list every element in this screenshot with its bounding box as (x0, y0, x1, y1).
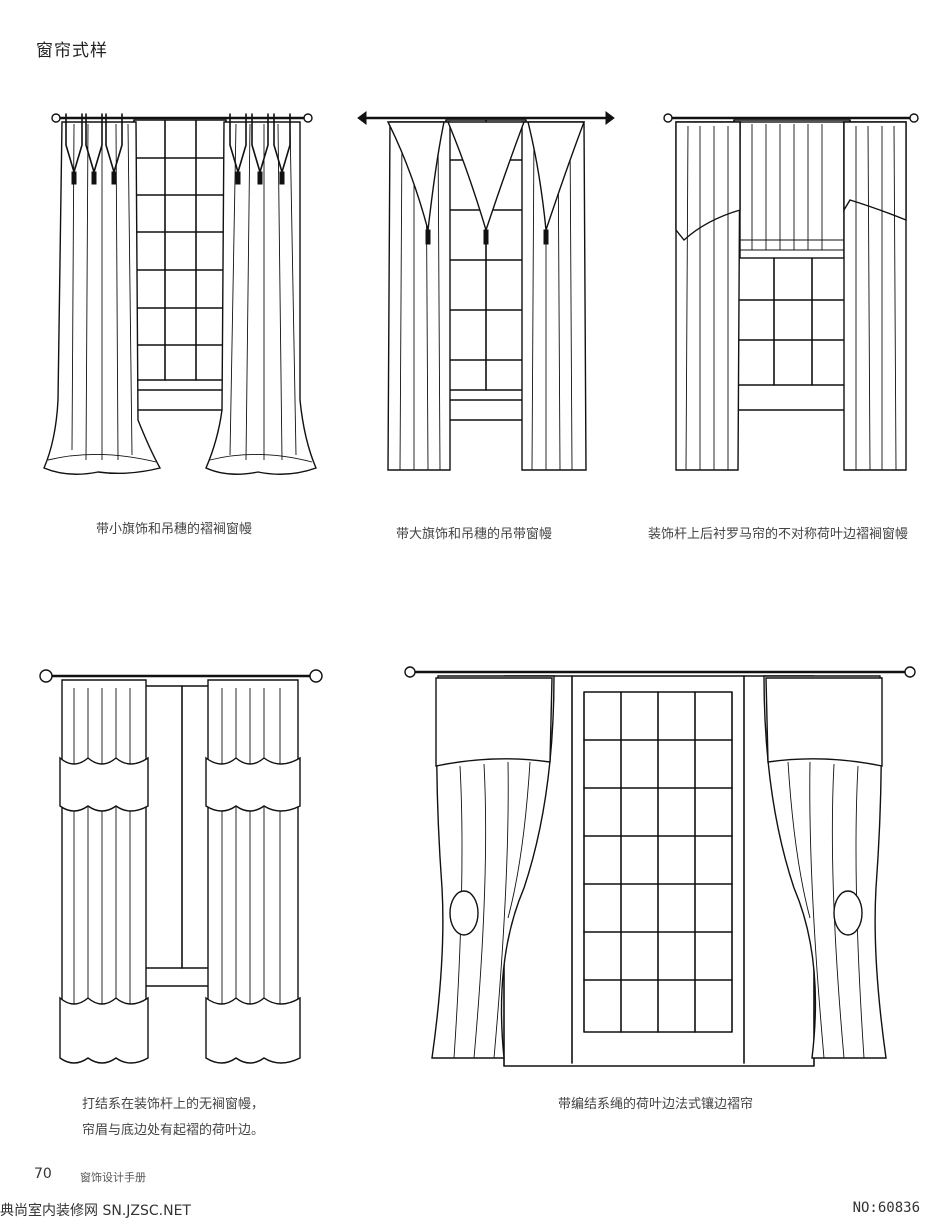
illustration-curtain-4 (36, 658, 326, 1070)
caption-3: 装饰杆上后衬罗马帘的不对称荷叶边褶裥窗幔 (648, 527, 909, 542)
illustration-curtain-3 (662, 100, 920, 485)
caption-2: 带大旗饰和吊穗的吊带窗幔 (396, 527, 553, 542)
caption-1: 带小旗饰和吊穗的褶裥窗幔 (96, 522, 253, 537)
caption-4-line1: 打结系在装饰杆上的无裥窗幔， (82, 1097, 265, 1112)
page-title: 窗帘式样 (36, 41, 108, 61)
page-number: 70 (34, 1166, 52, 1182)
illustration-curtain-2 (356, 100, 616, 485)
watermark-right: NO:60836 (852, 1200, 920, 1216)
book-title: 窗饰设计手册 (80, 1171, 146, 1184)
illustration-curtain-5 (404, 658, 916, 1070)
caption-4-line2: 帘眉与底边处有起褶的荷叶边。 (82, 1123, 265, 1138)
caption-5: 带编结系绳的荷叶边法式镶边褶帘 (558, 1097, 754, 1112)
watermark-left: 典尚室内装修网 SN.JZSC.NET (0, 1203, 191, 1219)
illustration-curtain-1 (38, 100, 323, 500)
